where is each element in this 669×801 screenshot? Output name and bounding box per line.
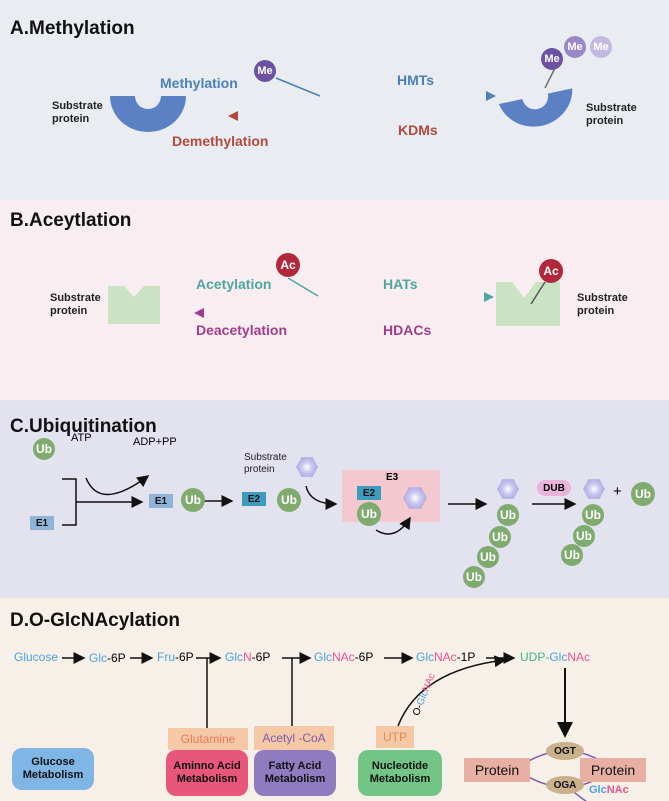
acetylation-diagram	[108, 277, 560, 326]
ogt-enzyme: OGT	[546, 742, 584, 760]
plus-sign: +	[613, 483, 622, 500]
acetyl-group: Ac	[276, 253, 300, 277]
panel-ubiquitination: C.Ubiquitination Ub ATP ADP+PP E1 E1 Ub …	[0, 400, 669, 598]
hdacs-label: HDACs	[383, 322, 432, 338]
ubiquitin: Ub	[489, 526, 511, 548]
acetyl-group: Ac	[539, 259, 563, 283]
dub-enzyme: DUB	[537, 480, 571, 496]
adp-label: ADP+PP	[133, 436, 177, 448]
utp-input: UTP	[376, 726, 414, 748]
ubiquitin: Ub	[582, 504, 604, 526]
ubiquitin: Ub	[463, 566, 485, 588]
acetylation-label: Acetylation	[196, 276, 272, 292]
methylation-label: Methylation	[160, 75, 238, 91]
substrate-protein	[403, 487, 427, 509]
substrate-shape-right	[498, 88, 573, 127]
demethylation-label: Demethylation	[172, 133, 269, 149]
substrate-protein	[497, 479, 519, 499]
protein-modified: Protein	[580, 758, 646, 782]
released-glcnac: GlcNAc	[589, 784, 629, 796]
glutamine-input: Glutamine	[168, 728, 248, 750]
hmts-label: HMTs	[397, 72, 435, 88]
panel-title: D.O-GlcNAcylation	[10, 610, 180, 631]
panel-title: C.Ubiquitination	[10, 416, 157, 437]
substrate-protein	[583, 479, 605, 499]
methyl-group: Me	[564, 36, 586, 58]
e2-enzyme: E2	[242, 492, 266, 506]
ubiquitin: Ub	[573, 525, 595, 547]
panel-o-glcnacylation: D.O-GlcNAcylation Glucose Glc-6P Fru-6P …	[0, 598, 669, 801]
acetyl-coa-input: Acetyl -CoA	[254, 726, 334, 750]
methylation-diagram	[110, 65, 573, 132]
atp-label: ATP	[71, 432, 92, 444]
substrate-shape-left	[110, 96, 186, 132]
protein-unmodified: Protein	[464, 758, 530, 782]
methyl-group: Me	[590, 36, 612, 58]
ubiquitin: Ub	[181, 488, 205, 512]
ubiquitin: Ub	[631, 482, 655, 506]
e1-enzyme: E1	[149, 494, 173, 508]
substrate-shape-left	[108, 286, 160, 324]
fru6p-node: Fru-6P	[157, 650, 194, 664]
ubiquitination-diagram	[62, 470, 577, 535]
hats-label: HATs	[383, 276, 418, 292]
methyl-group: Me	[254, 60, 276, 82]
udp-glcnac-node: UDP-GlcNAc	[520, 650, 591, 664]
ubiquitin: Ub	[33, 438, 55, 460]
kdms-label: KDMs	[398, 122, 438, 138]
ubiquitin: Ub	[477, 546, 499, 568]
glcnac1p-node: GlcNAc-1P	[416, 650, 476, 664]
panel-title: B.Aceytlation	[10, 210, 132, 231]
glc6p-node: Glc-6P	[89, 651, 126, 665]
ubiquitin: Ub	[277, 488, 301, 512]
oga-enzyme: OGA	[546, 776, 584, 794]
glucose-node: Glucose	[14, 650, 59, 664]
glcn6p-node: GlcN-6P	[225, 650, 271, 664]
glcnac6p-node: GlcNAc-6P	[314, 650, 374, 664]
ubiquitin: Ub	[561, 544, 583, 566]
substrate-shape-right	[496, 282, 560, 326]
e2-enzyme: E2	[357, 486, 381, 500]
ubiquitin: Ub	[497, 504, 519, 526]
deacetylation-label: Deacetylation	[196, 322, 288, 338]
panel-title: A.Methylation	[10, 18, 135, 39]
e1-enzyme: E1	[30, 516, 54, 530]
substrate-protein	[296, 457, 318, 477]
ubiquitin: Ub	[357, 502, 381, 526]
e3-label: E3	[386, 472, 399, 483]
methyl-group: Me	[541, 48, 563, 70]
